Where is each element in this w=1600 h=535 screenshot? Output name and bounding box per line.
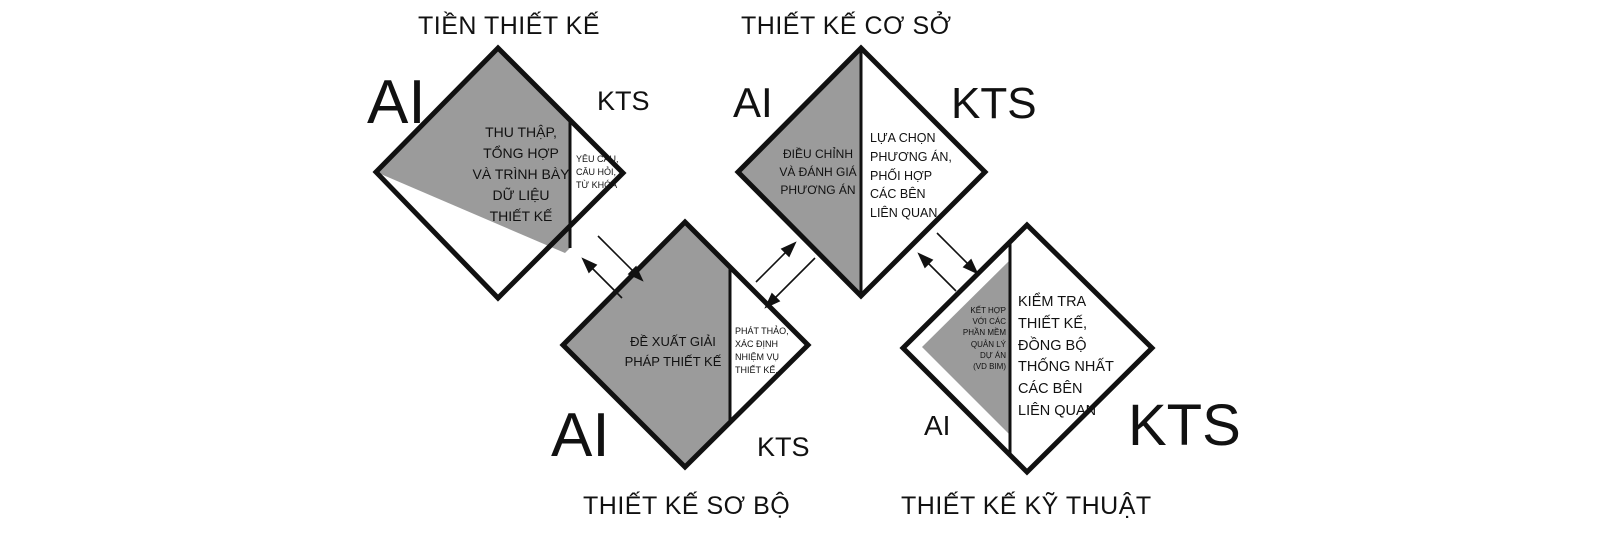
- pre-design-ai-task: THU THẬP, TỔNG HỢP VÀ TRÌNH BÀY DỮ LIỆU …: [472, 124, 570, 224]
- pre-design-kts-task: YÊU CẦU, CÂU HỎI, TỪ KHÓA: [576, 154, 619, 191]
- schematic-design-ai-label: AI: [551, 401, 610, 470]
- arrows-schematic-to-basic: [755, 241, 816, 309]
- phase-title-basic-design: THIẾT KẾ CƠ SỞ: [741, 12, 952, 40]
- technical-design-ai-task: KẾT HỢP VỚI CÁC PHẦN MỀM QUẢN LÝ DỰ ÁN (…: [962, 306, 1006, 371]
- schematic-design-kts-label: KTS: [757, 432, 810, 462]
- basic-design-ai-area: [738, 48, 861, 296]
- technical-design-kts-task: KIỂM TRA THIẾT KẾ, ĐỒNG BỘ THỐNG NHẤT CÁ…: [1018, 294, 1114, 419]
- technical-design-kts-label: KTS: [1128, 393, 1241, 458]
- schematic-design-kts-task: PHÁT THẢO, XÁC ĐỊNH NHIỆM VỤ THIẾT KẾ.: [735, 326, 789, 376]
- basic-design-kts-label: KTS: [951, 79, 1037, 128]
- schematic-design-ai-task: ĐỀ XUẤT GIẢI PHÁP THIẾT KẾ: [624, 334, 722, 369]
- pre-design-diamond: [372, 44, 627, 302]
- basic-design-ai-label: AI: [733, 79, 773, 126]
- arrows-pre-to-schematic: [581, 235, 644, 299]
- basic-design-ai-task: ĐIỀU CHỈNH VÀ ĐÁNH GIÁ PHƯƠNG ÁN: [779, 147, 857, 197]
- pre-design-kts-label: KTS: [597, 86, 650, 116]
- technical-design-ai-area: [922, 260, 1010, 435]
- phase-title-schematic-design: THIẾT KẾ SƠ BỘ: [583, 492, 791, 520]
- technical-design-diamond: [899, 221, 1156, 476]
- pre-design-ai-label: AI: [367, 68, 426, 137]
- phase-title-technical-design: THIẾT KẾ KỸ THUẬT: [901, 492, 1152, 520]
- basic-design-kts-task: LỰA CHỌN PHƯƠNG ÁN, PHỐI HỢP CÁC BÊN LIÊ…: [870, 131, 952, 220]
- technical-design-ai-label: AI: [924, 410, 951, 441]
- phase-title-pre-design: TIỀN THIẾT KẾ: [418, 12, 601, 40]
- pre-design-ai-area: [376, 48, 570, 253]
- schematic-design-ai-area: [563, 222, 730, 467]
- arrows-basic-to-technical: [917, 232, 979, 292]
